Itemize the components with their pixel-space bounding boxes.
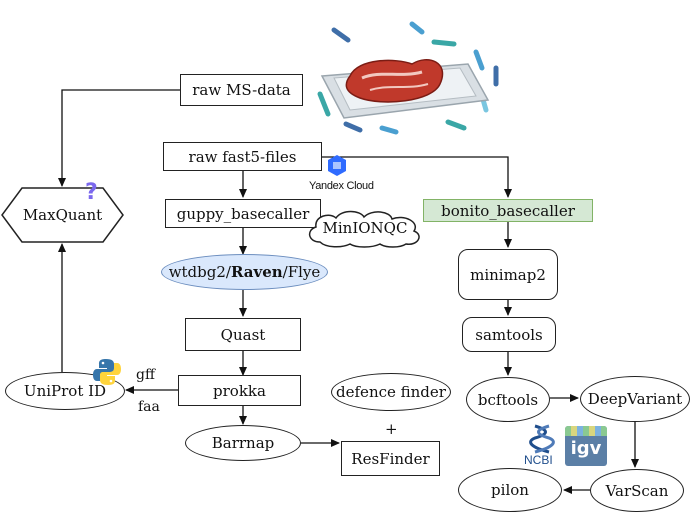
plus-sign: + bbox=[385, 420, 398, 438]
yandex-cloud-icon bbox=[328, 155, 346, 176]
node-bonito-basecaller: bonito_basecaller bbox=[423, 199, 593, 222]
node-deepvariant: DeepVariant bbox=[580, 376, 690, 422]
ncbi-label: NCBI bbox=[524, 453, 553, 467]
edge-fast5-bonito bbox=[322, 156, 512, 198]
node-raw-fast5-files: raw fast5-files bbox=[163, 142, 322, 171]
yandex-cloud-label: Yandex Cloud bbox=[309, 180, 374, 192]
igv-label: igv bbox=[570, 438, 602, 459]
node-minimap2: minimap2 bbox=[458, 249, 558, 300]
edge-rawms-maxquant bbox=[58, 89, 180, 187]
node-bcftools: bcftools bbox=[466, 377, 550, 422]
node-pilon: pilon bbox=[458, 468, 562, 512]
node-maxquant: MaxQuant bbox=[22, 206, 103, 224]
python-icon bbox=[93, 359, 121, 385]
question-mark-icon: ? bbox=[85, 180, 98, 205]
node-resfinder: ResFinder bbox=[341, 441, 440, 476]
node-defence-finder: defence finder bbox=[331, 373, 451, 411]
node-varscan: VarScan bbox=[590, 469, 684, 512]
node-assemblers: wtdbg2/Raven/Flye bbox=[161, 254, 328, 290]
node-guppy-basecaller: guppy_basecaller bbox=[165, 199, 321, 228]
assembler-wtdbg2: wtdbg2/ bbox=[168, 263, 231, 281]
meat-tray-illustration bbox=[317, 21, 499, 135]
node-raw-ms-data: raw MS-data bbox=[180, 74, 303, 106]
node-minionqc: MinIONQC bbox=[322, 219, 408, 237]
maxquant-hexagon bbox=[1, 187, 124, 243]
igv-grid-strip bbox=[565, 426, 607, 436]
node-uniprot-id: UniProt ID bbox=[5, 372, 125, 410]
node-quast: Quast bbox=[185, 318, 301, 351]
edge-label-gff: gff bbox=[136, 367, 155, 383]
minionqc-cloud bbox=[308, 210, 420, 248]
node-barrnap: Barrnap bbox=[185, 425, 301, 461]
ncbi-icon bbox=[529, 424, 555, 454]
node-samtools: samtools bbox=[462, 317, 556, 352]
assembler-raven: Raven bbox=[230, 263, 283, 281]
node-prokka: prokka bbox=[178, 375, 301, 406]
edge-label-faa: faa bbox=[138, 399, 160, 415]
assembler-flye: /Flye bbox=[282, 263, 321, 281]
igv-icon: igv bbox=[565, 426, 607, 466]
